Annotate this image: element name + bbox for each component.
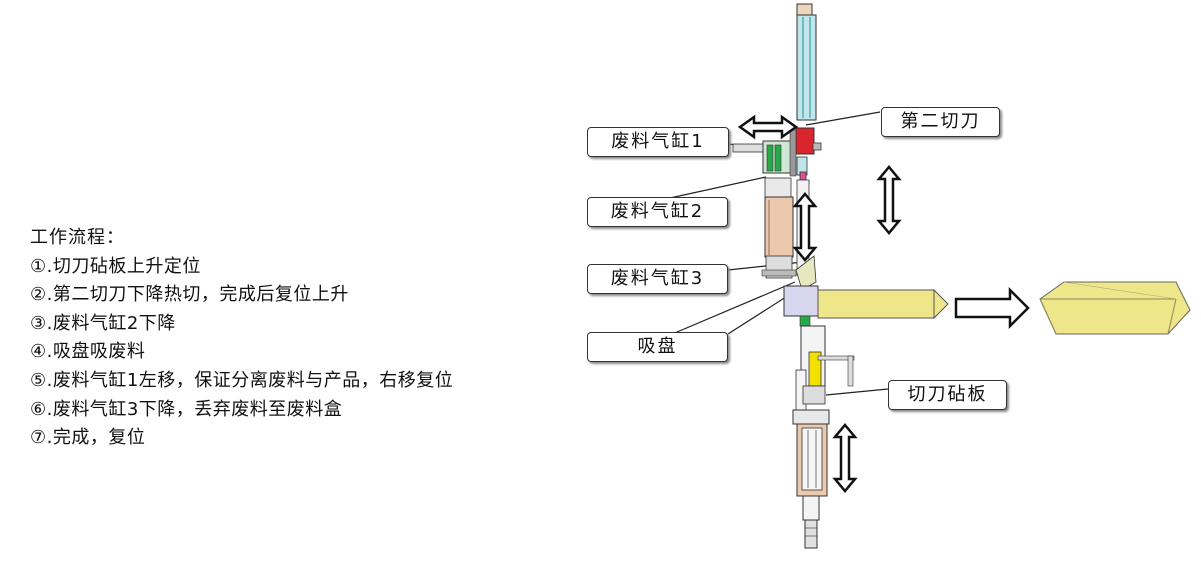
leader-suction-cup-a bbox=[669, 281, 796, 336]
callout-suction-cup: 吸盘 bbox=[587, 332, 728, 362]
suction-cup-and-product bbox=[783, 285, 949, 327]
second-cutter-block bbox=[795, 127, 822, 181]
callout-waste-cylinder-1: 废料气缸1 bbox=[587, 127, 729, 157]
cutter-anvil-assembly bbox=[792, 325, 855, 425]
workflow-list: 工作流程： ①.切刀砧板上升定位 ②.第二切刀下降热切，完成后复位上升 ③.废料… bbox=[30, 224, 453, 453]
arrows bbox=[737, 114, 1030, 493]
waste-cylinder-2 bbox=[761, 177, 797, 279]
callout-waste-cylinder-3: 废料气缸3 bbox=[587, 264, 728, 294]
loose-product-piece bbox=[1039, 281, 1191, 335]
workflow-step-7: ⑦.完成，复位 bbox=[30, 427, 146, 449]
leader-cutter-anvil bbox=[825, 388, 889, 396]
callout-waste-cylinder-2: 废料气缸2 bbox=[587, 197, 728, 227]
workflow-step-3: ③.废料气缸2下降 bbox=[30, 312, 176, 334]
workflow-step-1: ①.切刀砧板上升定位 bbox=[30, 255, 201, 277]
workflow-step-4: ④.吸盘吸废料 bbox=[30, 341, 146, 363]
vertical-double-arrow-middle-icon bbox=[792, 192, 818, 262]
workflow-step-6: ⑥.废料气缸3下降，丢弃废料至废料盒 bbox=[30, 398, 343, 420]
workflow-step-5: ⑤.废料气缸1左移，保证分离废料与产品，右移复位 bbox=[30, 369, 454, 391]
callout-cutter-anvil: 切刀砧板 bbox=[888, 380, 1007, 410]
vertical-double-arrow-upper-icon bbox=[876, 165, 902, 235]
vertical-double-arrow-lower-icon bbox=[832, 423, 858, 493]
leader-lines bbox=[669, 111, 889, 396]
callout-second-cutter: 第二切刀 bbox=[881, 107, 1000, 137]
waste-cylinder-1 bbox=[732, 129, 797, 177]
workflow-step-2: ②.第二切刀下降热切，完成后复位上升 bbox=[30, 284, 349, 306]
workflow-title: 工作流程： bbox=[30, 227, 125, 248]
leader-second-cutter bbox=[805, 111, 881, 126]
right-arrow-icon bbox=[954, 286, 1030, 330]
top-cylinder bbox=[796, 3, 817, 121]
leader-waste-cylinder-2 bbox=[669, 176, 767, 199]
horizontal-double-arrow-icon bbox=[737, 114, 799, 140]
bottom-cylinder bbox=[796, 423, 828, 549]
